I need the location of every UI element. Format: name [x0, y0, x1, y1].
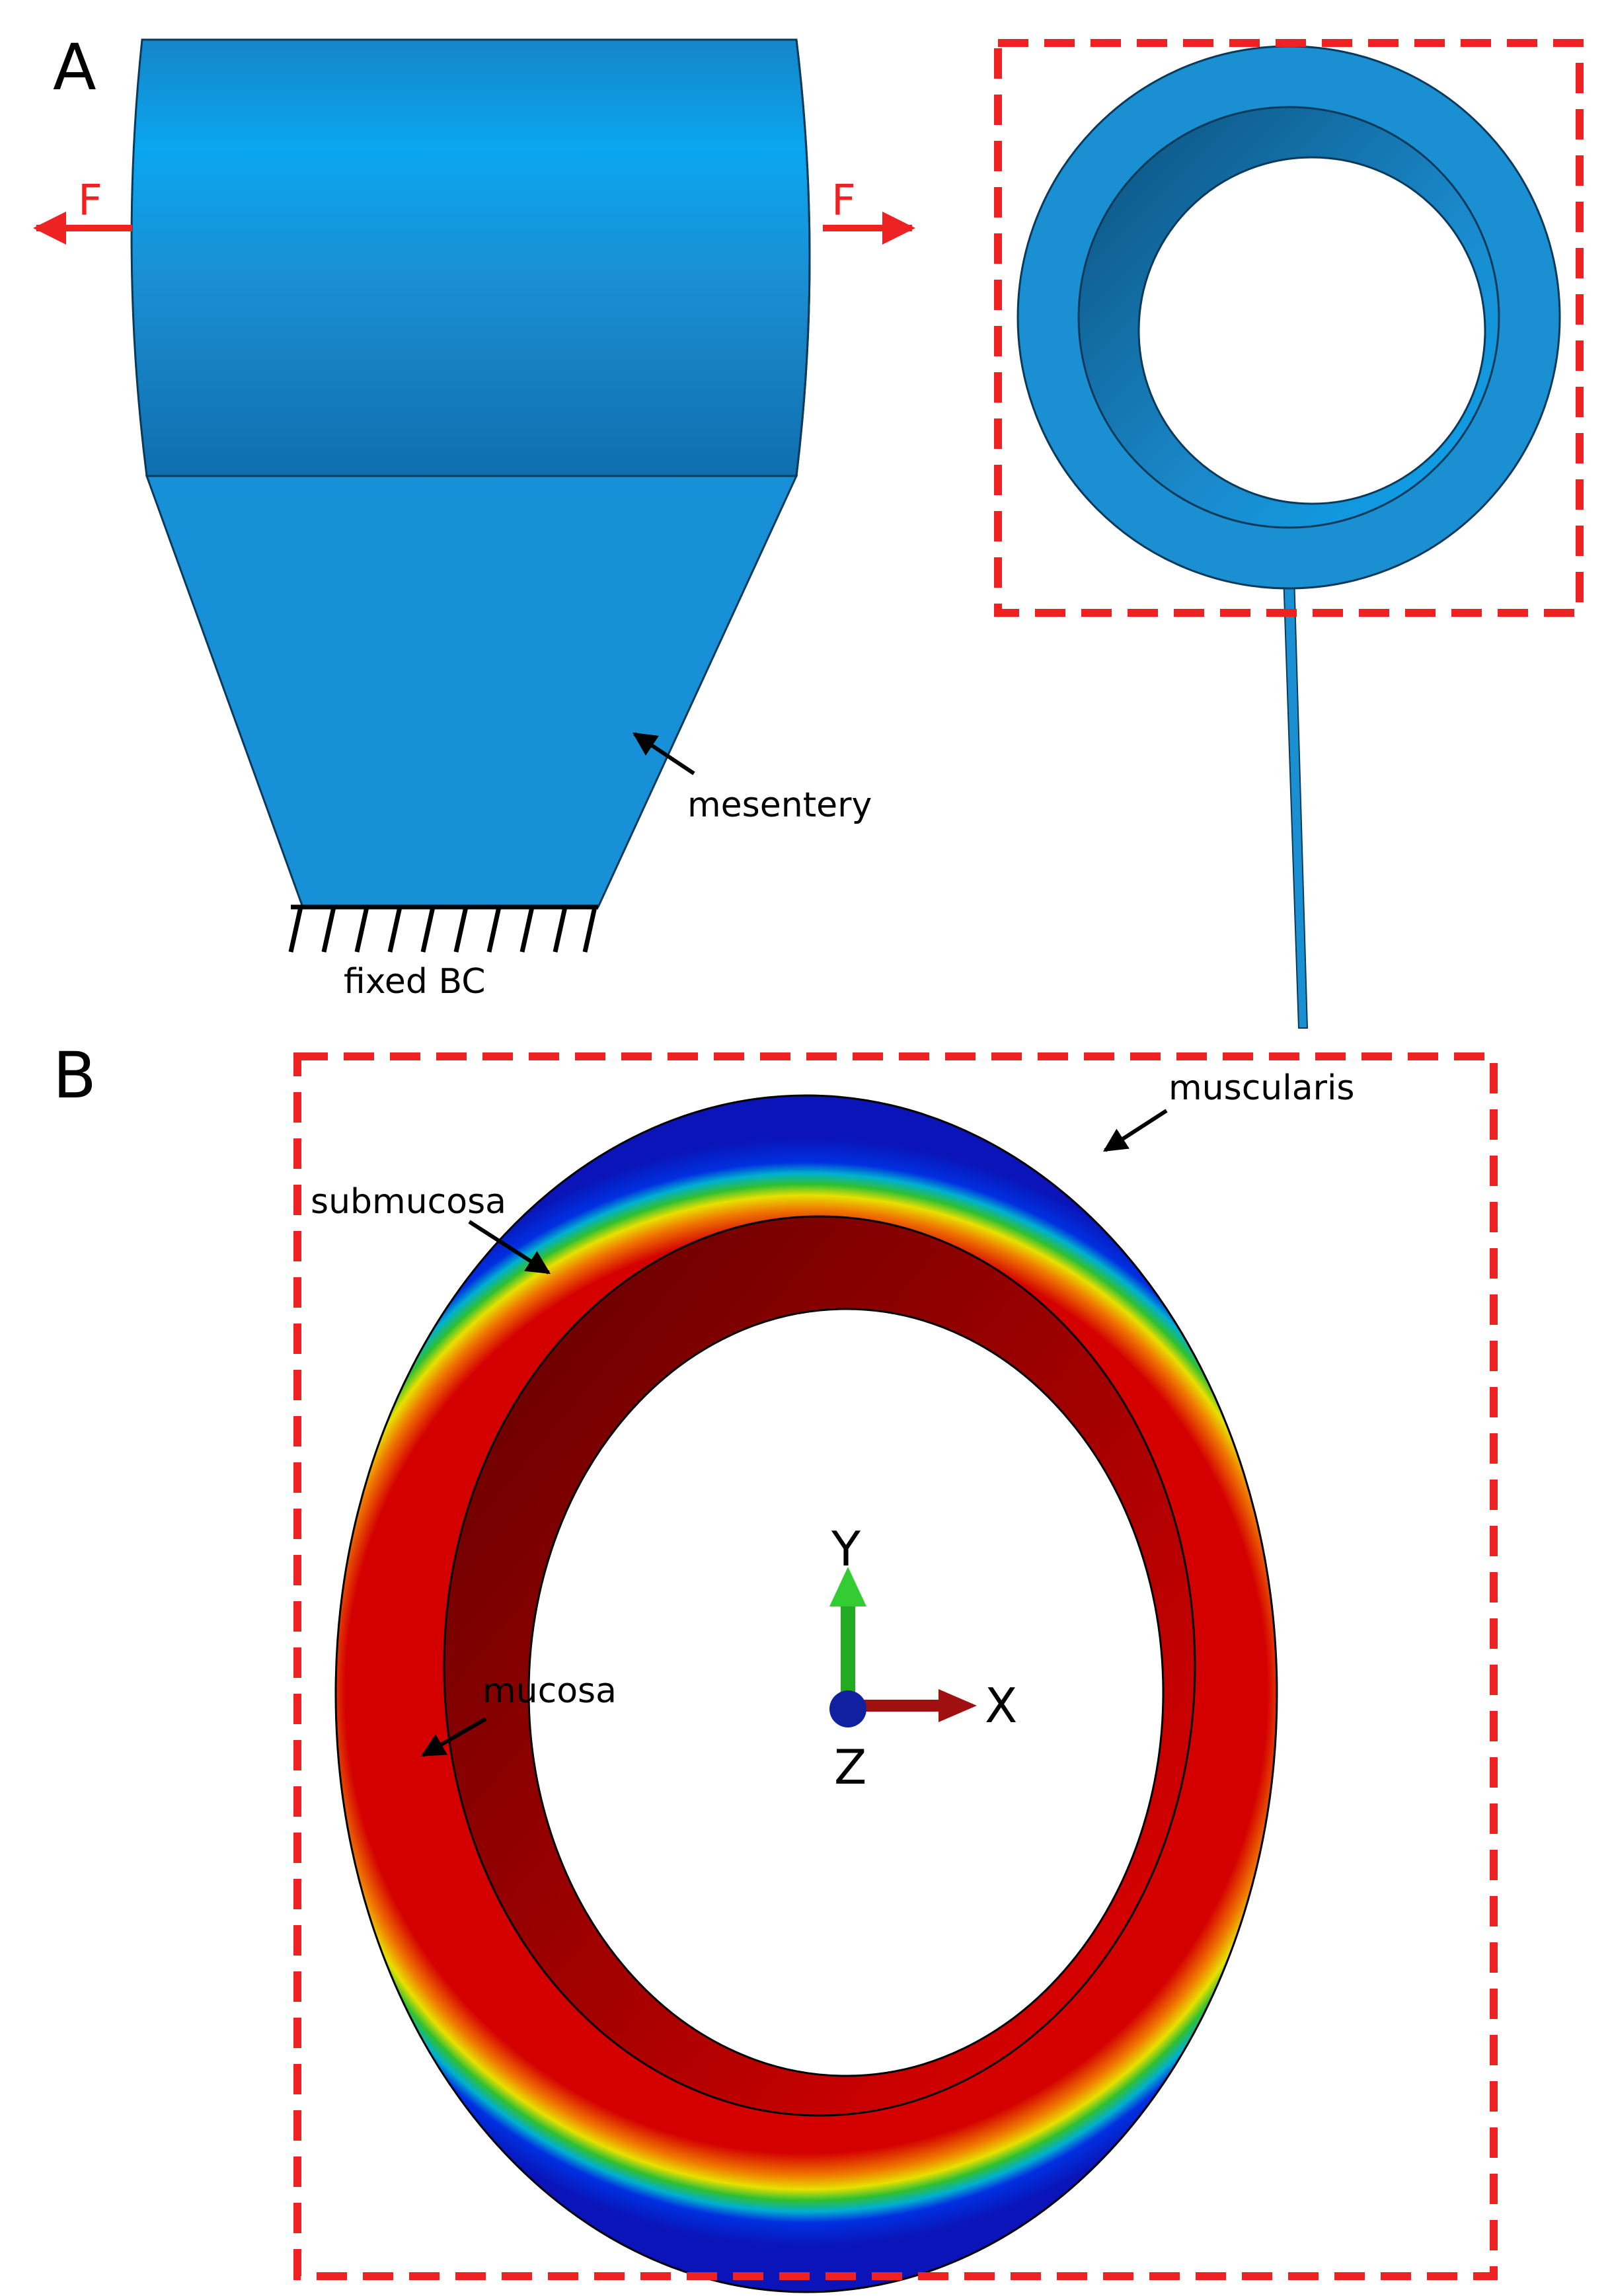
muscularis-arrow [1102, 1109, 1168, 1152]
cross-section-frame [293, 1052, 1498, 2280]
cross-section-contour [334, 1094, 1278, 2293]
cylinder-body [130, 38, 811, 477]
end-view-zoom-frame [994, 39, 1584, 617]
fixed-bc-label: fixed BC [344, 962, 486, 1002]
submucosa-arrow [468, 1220, 551, 1275]
mesentery-arrow [632, 732, 695, 775]
z-axis-label: Z [834, 1739, 866, 1795]
force-label-right: F [831, 177, 856, 225]
y-axis-head [829, 1567, 866, 1606]
fixed-bc-hatching [288, 904, 598, 953]
cylinder-end-edge [795, 39, 811, 477]
panel-a-letter: A [53, 30, 96, 104]
cylinder-end-view [1016, 45, 1561, 1029]
z-axis-dot [829, 1690, 866, 1727]
mesentery-label: mesentery [687, 785, 872, 825]
mucosa-label: mucosa [482, 1671, 617, 1711]
mesentery-body [145, 475, 798, 908]
x-axis-label: X [985, 1678, 1017, 1733]
submucosa-label: submucosa [311, 1182, 506, 1222]
mucosa-arrow [420, 1717, 487, 1757]
force-label-left: F [78, 177, 102, 225]
muscularis-label: muscularis [1169, 1068, 1354, 1108]
mesentery-stalk [1282, 574, 1309, 1029]
cylinder-model-side-view [130, 38, 811, 908]
y-axis-label: Y [831, 1521, 861, 1577]
end-view-lumen [1137, 156, 1486, 505]
x-axis-head [939, 1689, 977, 1722]
panel-b-letter: B [53, 1039, 96, 1113]
coordinate-triad [829, 1567, 977, 1727]
